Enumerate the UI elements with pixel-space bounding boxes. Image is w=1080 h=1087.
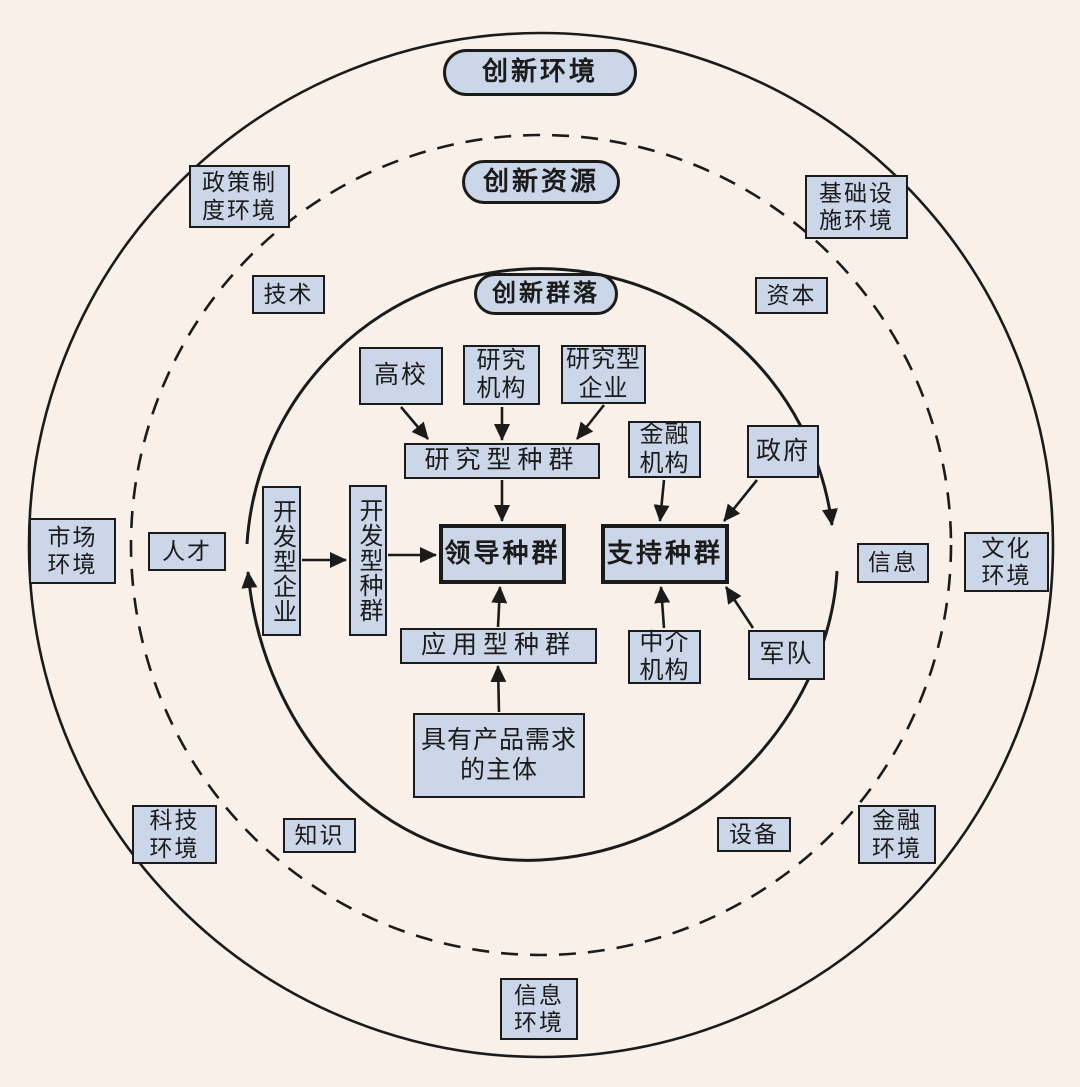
node-research-institute: 研究 机构 (463, 345, 540, 405)
env-box-market: 市场 环境 (29, 518, 116, 584)
env-box-infrastructure: 基础设 施环境 (805, 175, 908, 239)
node-university: 高校 (359, 347, 443, 405)
node-supporting-population: 支持种群 (601, 524, 729, 584)
env-box-culture: 文化 环境 (964, 532, 1049, 592)
middle-resource-dashed-circle (129, 133, 953, 957)
node-research-population: 研究型种群 (404, 443, 600, 479)
resource-box-knowledge: 知识 (283, 818, 356, 853)
resource-box-technology: 技术 (252, 275, 325, 314)
node-leading-population: 领导种群 (439, 524, 566, 584)
env-box-policy: 政策制 度环境 (189, 165, 290, 228)
arrow-application-population-to-leading-population (491, 586, 508, 628)
node-demand-subject: 具有产品需求 的主体 (413, 713, 585, 798)
env-box-scitech: 科技 环境 (132, 805, 217, 864)
inner-circle-clockwise-arc-top (245, 267, 838, 545)
inner-circle-clockwise-arc-bottom (241, 570, 839, 862)
node-military: 军队 (748, 630, 825, 680)
arrow-demand-subject-to-application-population (490, 665, 507, 713)
arrow-government-to-supporting-population (722, 479, 759, 522)
arrow-research-enterprise-to-research-population (575, 404, 606, 440)
arrow-financial-institution-to-supporting-population (653, 479, 670, 522)
arrow-military-to-supporting-population (724, 586, 755, 629)
arrow-intermediary-to-supporting-population (654, 586, 671, 629)
ring-pill-innovation-community: 创新群落 (474, 273, 618, 315)
env-box-information: 信息 环境 (500, 978, 578, 1040)
node-intermediary: 中介 机构 (628, 630, 701, 684)
node-financial-institution: 金融 机构 (628, 421, 701, 478)
resource-box-talent: 人才 (148, 532, 226, 571)
env-box-finance: 金融 环境 (858, 805, 936, 864)
node-government: 政府 (747, 425, 819, 478)
ring-pill-innovation-environment: 创新环境 (443, 49, 637, 96)
resource-box-capital: 资本 (755, 277, 828, 314)
resource-box-equipment: 设备 (717, 817, 791, 852)
resource-box-information: 信息 (857, 543, 929, 583)
ring-pill-innovation-resources: 创新资源 (462, 160, 620, 204)
node-research-enterprise: 研究型 企业 (561, 345, 646, 404)
node-development-population: 开发型种群 (349, 485, 387, 636)
arrow-university-to-research-population (400, 406, 429, 440)
node-application-population: 应用型种群 (400, 628, 597, 664)
node-development-enterprise: 开发型企业 (262, 486, 301, 636)
